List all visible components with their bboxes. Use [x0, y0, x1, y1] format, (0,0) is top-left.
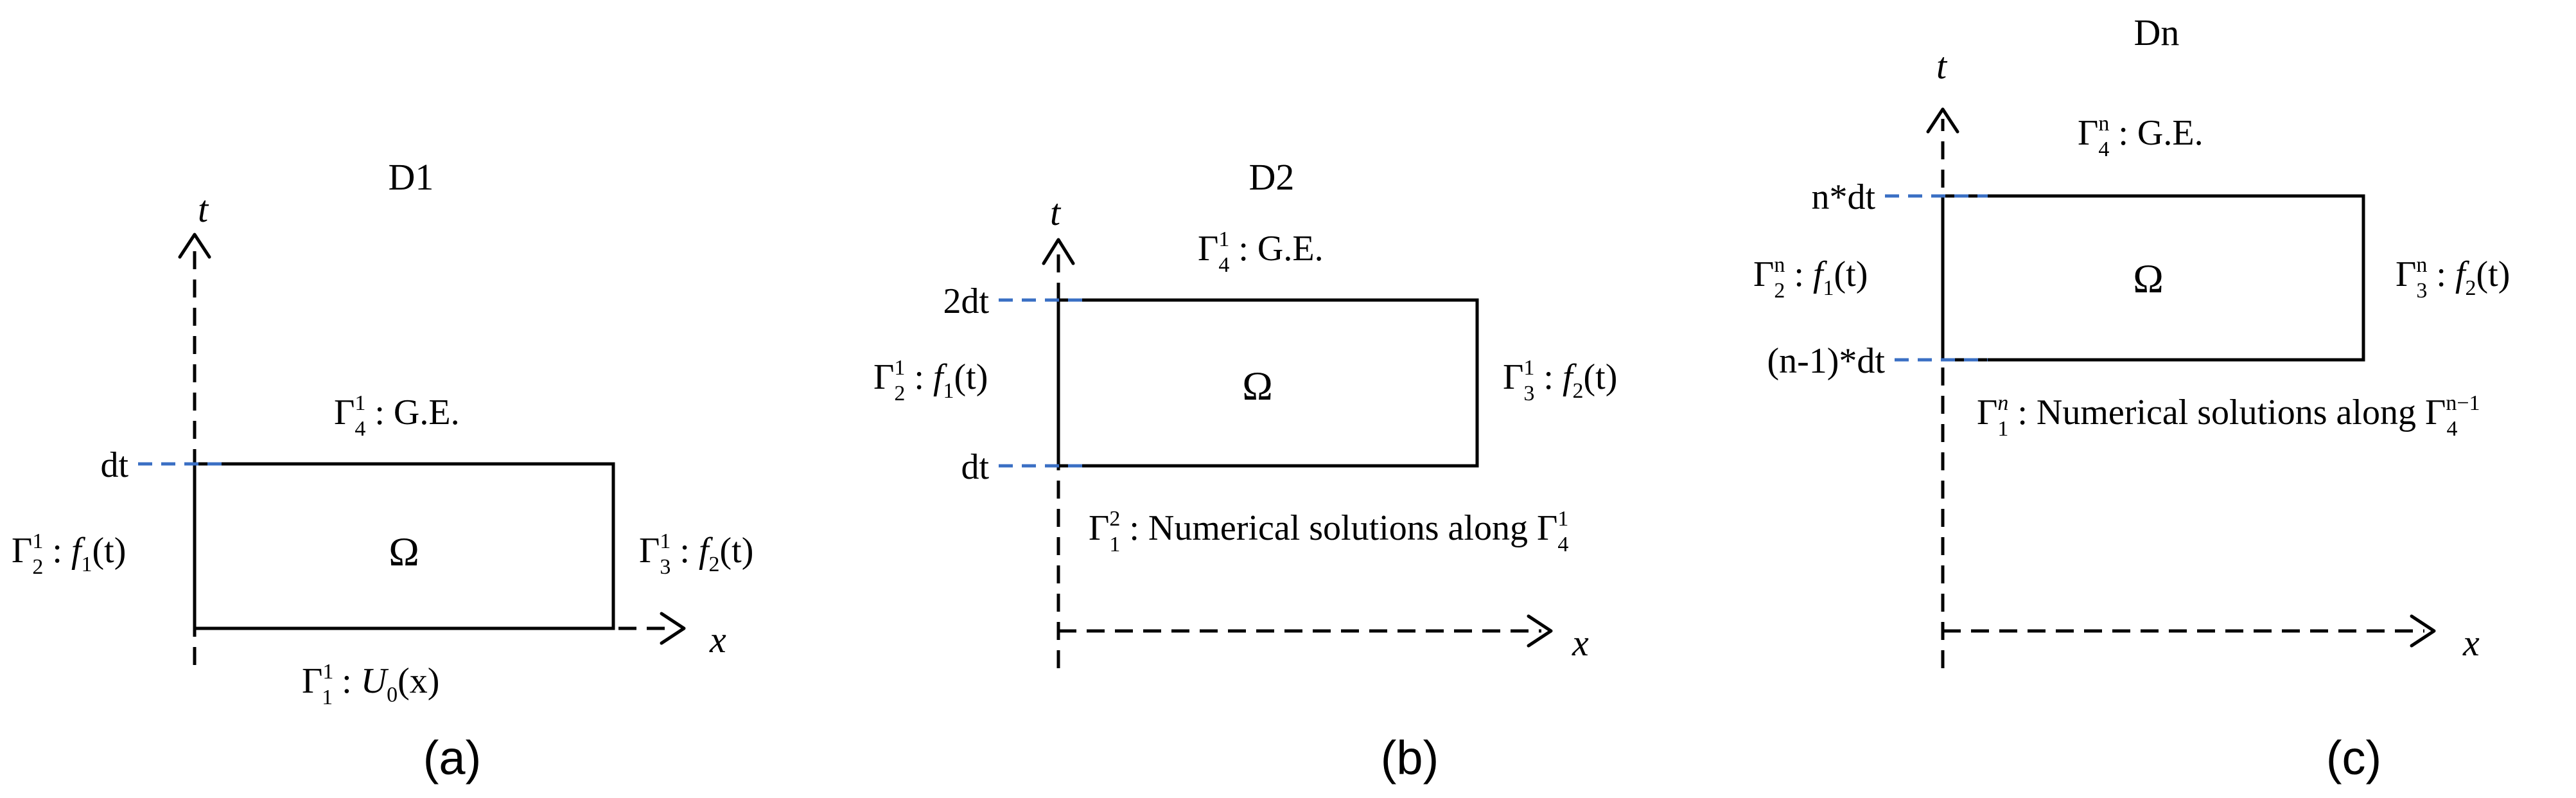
panel-a-domain-rect [193, 462, 615, 630]
panel-a-omega: Ω [389, 529, 419, 574]
panel-b-t-arrowhead [1042, 238, 1075, 265]
panel-b-label: (b) [1381, 731, 1439, 785]
panel-c-t-arrowhead [1926, 107, 1959, 134]
panel-b-x-arrowhead [1527, 614, 1553, 648]
panel-a-dt-label: dt [100, 445, 128, 485]
panel-b-title: D2 [1249, 156, 1295, 198]
panel-b-t-label: t [1050, 191, 1062, 233]
panel-a-x-arrowhead [660, 612, 686, 645]
panel-c-ndt-label: n*dt [1811, 177, 1875, 217]
panel-a-label: (a) [423, 731, 481, 785]
panel-b-dt-label: dt [961, 447, 989, 487]
panel-c-label: (c) [2326, 731, 2381, 785]
panel-c-title: Dn [2134, 12, 2180, 53]
panel-c-omega: Ω [2133, 256, 2164, 301]
panel-b-2dt-label: 2dt [943, 281, 989, 321]
panel-a-t-label: t [198, 188, 209, 230]
panel-c-t-label: t [1936, 45, 1948, 87]
panel-a-x-label: x [709, 619, 726, 661]
panel-c-x-label: x [2462, 622, 2480, 664]
panel-a-title: D1 [389, 156, 434, 198]
panel-b-domain-rect [1056, 298, 1479, 468]
panel-c-domain-rect [1941, 194, 2365, 362]
panel-c-n1dt-label: (n-1)*dt [1767, 341, 1885, 381]
panel-b-omega: Ω [1242, 363, 1273, 409]
panel-a-t-arrowhead [178, 233, 211, 259]
panel-b-x-label: x [1572, 622, 1589, 664]
panel-c-x-arrowhead [2410, 614, 2436, 648]
